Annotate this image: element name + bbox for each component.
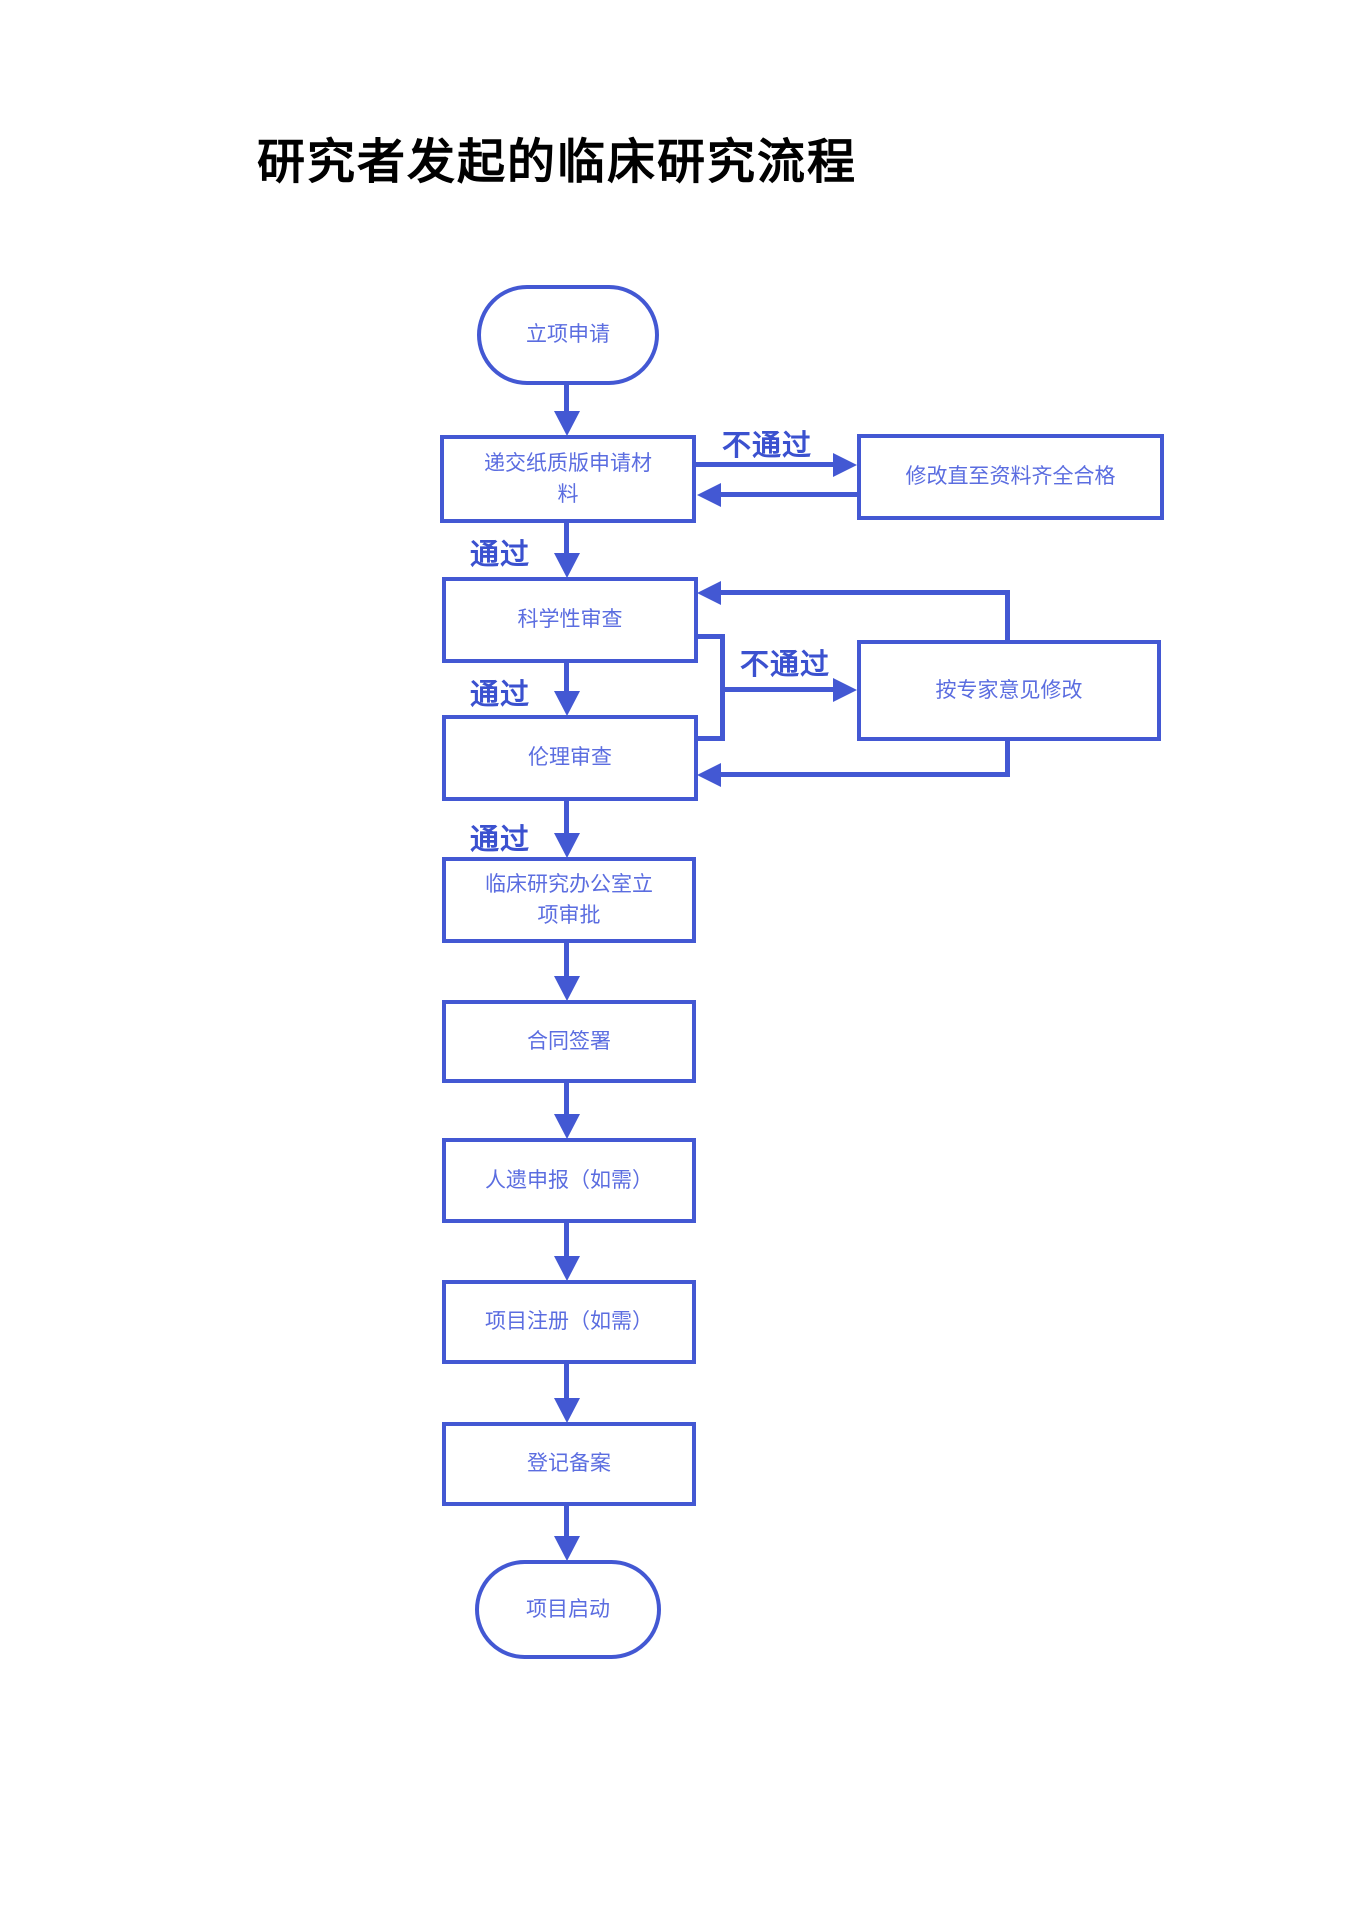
connector-registration-to-record (564, 1364, 569, 1398)
connector-submit-to-fix (696, 462, 833, 467)
node-end: 项目启动 (475, 1560, 661, 1659)
arrowhead-down-8 (554, 1398, 580, 1423)
label-pass-2: 通过 (470, 679, 531, 711)
arrowhead-down-3 (554, 691, 580, 716)
connector-contract-to-hgr (564, 1083, 569, 1114)
arrowhead-down-4 (554, 833, 580, 858)
connector-expert-to-ethics (721, 772, 1010, 777)
node-office-approval: 临床研究办公室立项审批 (442, 857, 696, 943)
arrowhead-right-1 (833, 453, 857, 477)
connector-start-to-submit (564, 385, 569, 411)
arrowhead-down-2 (554, 553, 580, 578)
connector-ethics-branch (697, 736, 725, 741)
node-scientific-review: 科学性审查 (442, 577, 698, 663)
arrowhead-left-3 (697, 763, 721, 787)
connector-bracket-vertical (720, 634, 725, 741)
node-hgr-filing: 人遗申报（如需） (442, 1138, 696, 1223)
node-fix-materials: 修改直至资料齐全合格 (857, 434, 1164, 520)
node-project-registration: 项目注册（如需） (442, 1280, 696, 1364)
connector-office-to-contract (564, 943, 569, 976)
connector-scientific-to-ethics (564, 663, 569, 691)
arrowhead-down-6 (554, 1114, 580, 1139)
label-pass-3: 通过 (470, 824, 531, 856)
connector-hgr-to-registration (564, 1223, 569, 1256)
node-expert-revision: 按专家意见修改 (857, 640, 1161, 741)
node-start: 立项申请 (477, 285, 659, 385)
label-pass-1: 通过 (470, 539, 531, 571)
arrowhead-down-1 (554, 411, 580, 436)
page-title: 研究者发起的临床研究流程 (256, 136, 857, 189)
connector-expert-to-scientific (721, 590, 1010, 595)
node-submit-materials: 递交纸质版申请材料 (440, 435, 696, 523)
node-record-filing: 登记备案 (442, 1422, 696, 1506)
arrowhead-right-2 (833, 678, 857, 702)
arrowhead-down-9 (554, 1536, 580, 1561)
connector-submit-to-scientific (564, 523, 569, 553)
connector-bracket-to-expert (725, 687, 833, 692)
connector-expert-return-bottom-vertical (1005, 741, 1010, 775)
connector-ethics-to-office (564, 801, 569, 833)
label-fail-1: 不通过 (722, 430, 813, 462)
node-contract-signing: 合同签署 (442, 1000, 696, 1083)
connector-record-to-end (564, 1506, 569, 1536)
arrowhead-left-2 (697, 581, 721, 605)
arrowhead-left-1 (697, 483, 721, 507)
connector-fix-to-submit (721, 492, 857, 497)
connector-expert-return-top-vertical (1005, 593, 1010, 640)
arrowhead-down-5 (554, 976, 580, 1001)
connector-scientific-branch (697, 634, 725, 639)
arrowhead-down-7 (554, 1256, 580, 1281)
label-fail-2: 不通过 (740, 649, 831, 681)
node-ethics-review: 伦理审查 (442, 715, 698, 801)
